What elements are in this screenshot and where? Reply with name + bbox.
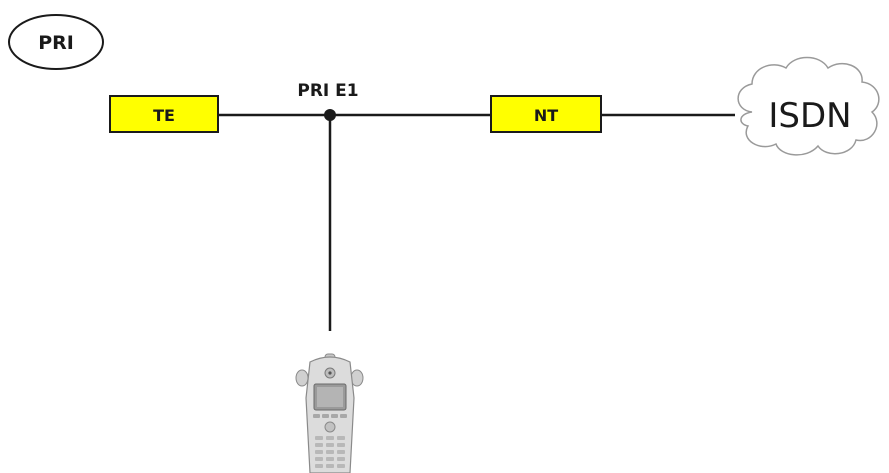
tester-fkey	[331, 414, 338, 418]
pri-badge-outline	[8, 14, 104, 70]
te-label: TE	[153, 106, 175, 125]
tester-nav-pad	[324, 421, 336, 433]
tester-fkey	[313, 414, 320, 418]
nt-node[interactable]: NT	[490, 95, 602, 133]
te-node[interactable]: TE	[109, 95, 219, 133]
junction-dot-icon	[324, 109, 336, 121]
isdn-label: ISDN	[768, 96, 851, 136]
isdn-cloud[interactable]: ISDN	[737, 56, 880, 156]
tester-keypad	[315, 436, 345, 468]
nt-box	[490, 95, 602, 133]
tester-screen-inner	[317, 387, 343, 407]
tester-left-ear	[295, 369, 309, 387]
tester-fkey	[340, 414, 347, 418]
nt-label: NT	[534, 106, 558, 125]
tester-fkey	[322, 414, 329, 418]
pri-badge: PRI	[8, 14, 104, 70]
pri-badge-label: PRI	[38, 32, 74, 54]
handheld-tester-icon[interactable]	[295, 353, 364, 473]
te-box	[109, 95, 219, 133]
line-label: PRI E1	[297, 81, 358, 101]
cloud-icon	[737, 56, 880, 156]
tester-top-knob-center	[328, 371, 332, 375]
